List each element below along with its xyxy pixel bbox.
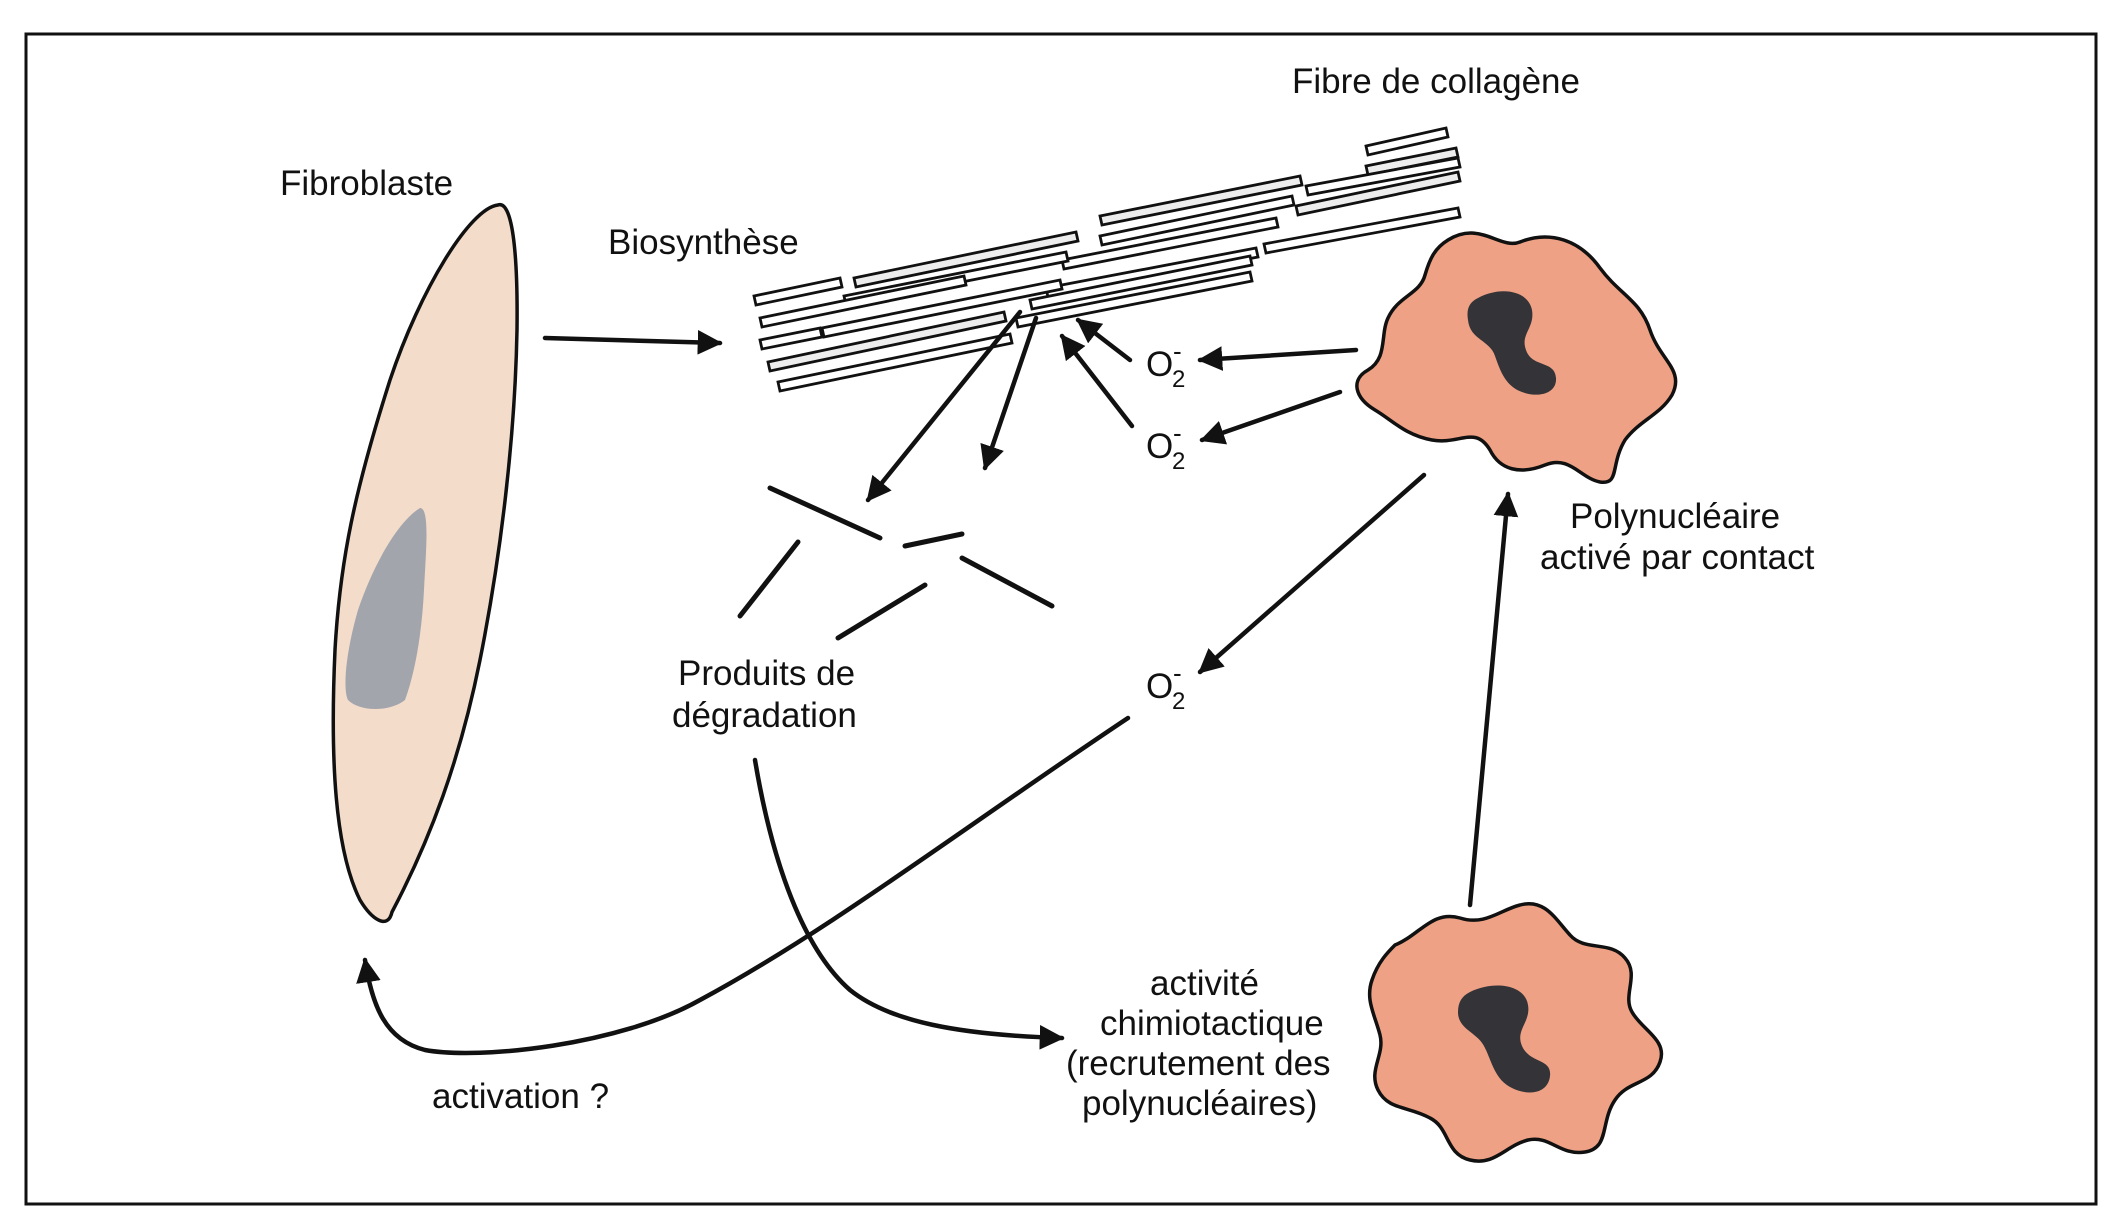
label-degradation-products: Produits de dégradation xyxy=(672,654,857,735)
degradation-fragments xyxy=(737,485,1055,641)
superoxide-label-1: O - 2 xyxy=(1146,336,1185,393)
superoxide-to-fiber-2 xyxy=(1059,333,1135,429)
recruitment-arrow xyxy=(1467,491,1519,908)
label-collagen-fiber: Fibre de collagène xyxy=(1292,62,1580,101)
superoxide-label-2: O - 2 xyxy=(1146,418,1185,475)
label-activated-neutrophil: Polynucléaire activé par contact xyxy=(1540,497,1815,577)
superoxide-arrow-2 xyxy=(1199,389,1343,445)
collagen-fiber xyxy=(752,126,1462,393)
label-fibroblast: Fibroblaste xyxy=(280,164,453,203)
fibroblast-nucleus xyxy=(345,508,427,709)
superoxide-arrow-3 xyxy=(1197,472,1427,675)
svg-text:-: - xyxy=(1173,336,1182,366)
neutrophil-nucleus xyxy=(1467,291,1557,395)
svg-text:activité: activité xyxy=(1150,964,1259,1003)
fibroblast-cell xyxy=(331,203,519,924)
svg-text:O: O xyxy=(1146,345,1173,384)
svg-text:2: 2 xyxy=(1172,448,1185,475)
svg-text:O: O xyxy=(1146,667,1173,706)
svg-text:Produits de: Produits de xyxy=(678,654,855,693)
label-activation: activation ? xyxy=(432,1077,609,1116)
recruited-neutrophil xyxy=(1367,901,1664,1163)
svg-text:dégradation: dégradation xyxy=(672,696,857,735)
superoxide-to-fiber-1 xyxy=(1075,317,1133,363)
svg-text:activé par contact: activé par contact xyxy=(1540,538,1815,577)
svg-text:chimiotactique: chimiotactique xyxy=(1100,1004,1324,1043)
fragment-arrow-right xyxy=(980,315,1039,471)
svg-text:2: 2 xyxy=(1172,366,1185,393)
figure-frame xyxy=(24,32,2098,1206)
superoxide-label-3: O - 2 xyxy=(1146,658,1185,715)
fragment-arrow-left xyxy=(865,309,1023,503)
label-chemotactic-activity: activité chimiotactique (recrutement des… xyxy=(1066,964,1331,1123)
activation-arrow xyxy=(356,715,1131,1056)
chemotactic-arrow xyxy=(752,757,1065,1050)
svg-text:2: 2 xyxy=(1172,688,1185,715)
label-biosynthesis: Biosynthèse xyxy=(608,223,799,262)
svg-text:polynucléaires): polynucléaires) xyxy=(1082,1084,1317,1123)
activated-neutrophil xyxy=(1355,231,1678,484)
neutrophil-nucleus xyxy=(1458,985,1551,1093)
svg-text:-: - xyxy=(1173,418,1182,448)
biosynthesis-arrow xyxy=(542,329,723,355)
svg-text:-: - xyxy=(1173,658,1182,688)
arrows xyxy=(356,309,1519,1056)
svg-text:(recrutement des: (recrutement des xyxy=(1066,1044,1331,1083)
svg-text:O: O xyxy=(1146,427,1173,466)
superoxide-arrow-1 xyxy=(1197,346,1359,371)
svg-text:Polynucléaire: Polynucléaire xyxy=(1570,497,1780,536)
